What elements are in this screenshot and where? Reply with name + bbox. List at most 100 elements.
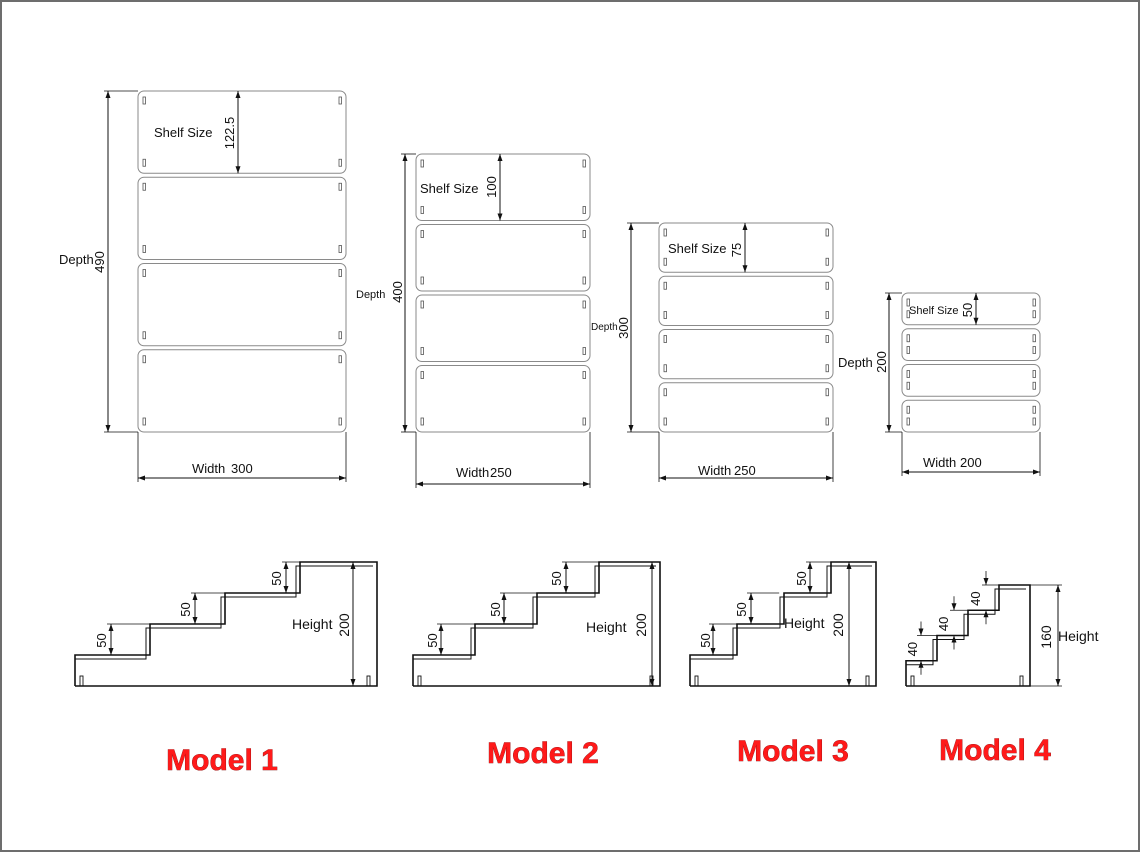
shelf-panel	[901, 292, 1041, 326]
step-dimension-line-head-top	[710, 624, 716, 631]
shelf-panel	[415, 224, 591, 292]
shelf-size-label: Shelf Size	[668, 241, 727, 256]
slot-mark	[663, 257, 667, 266]
step-height-value: 40	[905, 642, 920, 656]
slot-mark	[142, 331, 146, 340]
slot-mark	[825, 417, 829, 426]
shelf-size-value: 75	[729, 243, 744, 257]
step-dimension-line-head-top	[283, 562, 289, 569]
step-dimension-line-head-bottom	[807, 586, 813, 593]
slot-mark	[582, 206, 586, 214]
depth-label: Depth	[838, 355, 873, 370]
step-height-value: 40	[936, 617, 951, 631]
slot-mark	[663, 228, 667, 237]
width-value: 300	[231, 461, 253, 476]
height-label: Height	[1058, 628, 1099, 644]
slot-mark	[906, 370, 910, 378]
shelf-panel	[658, 275, 834, 326]
model-1-title: Model 1	[166, 744, 278, 777]
slot-mark	[142, 355, 146, 364]
height-value: 200	[830, 613, 846, 637]
slot-mark	[582, 230, 586, 238]
depth-dimension-line-head-bottom	[628, 425, 634, 432]
slot-mark	[142, 182, 146, 191]
height-dimension-line-head-bottom	[649, 679, 655, 686]
shelf-size-dimension-line-head-bottom	[497, 213, 503, 221]
step-height-value: 50	[269, 571, 284, 585]
height-dimension-line-head-bottom	[350, 679, 356, 686]
step-dimension-line-head-bottom	[438, 648, 444, 655]
slot-mark	[420, 206, 424, 214]
slot-mark	[825, 364, 829, 373]
depth-dimension-line-head-top	[628, 223, 634, 230]
step-dimension-line-head-bottom	[710, 648, 716, 655]
step-dimension-head	[918, 628, 924, 636]
slot-mark	[582, 417, 586, 426]
staircase-outline	[689, 561, 877, 687]
depth-label: Depth	[356, 289, 385, 301]
foot-left	[910, 675, 915, 687]
width-label: Width	[192, 461, 225, 476]
width-dimension-line-head-right	[583, 481, 590, 487]
height-dimension-line-head-top	[846, 562, 852, 569]
slot-mark	[582, 159, 586, 168]
foot-left	[79, 675, 84, 687]
slot-mark	[825, 228, 829, 237]
height-dimension-line-head-bottom	[1055, 679, 1061, 686]
depth-dimension-line-head-bottom	[886, 425, 892, 432]
step-dimension-line-head-top	[748, 593, 754, 600]
shelf-panel	[137, 349, 347, 433]
step-height-value: 40	[968, 591, 983, 605]
step-dimension-line-head-bottom	[501, 617, 507, 624]
depth-dimension-line-head-bottom	[105, 425, 111, 432]
height-dimension-line-head-top	[1055, 585, 1061, 592]
depth-dimension-line-head-bottom	[402, 425, 408, 432]
foot-left	[417, 675, 422, 687]
shelf-size-label: Shelf Size	[909, 305, 959, 317]
slot-mark	[338, 269, 342, 277]
height-dimension-line-head-top	[649, 562, 655, 569]
step-dimension-line-head-top	[108, 624, 114, 631]
slot-mark	[420, 300, 424, 309]
shelf-size-value: 50	[960, 303, 975, 317]
staircase-inner-line	[690, 565, 872, 660]
step-dimension-head	[983, 578, 989, 585]
model-3-title: Model 3	[737, 735, 849, 768]
shelf-panel	[901, 328, 1041, 361]
slot-mark	[663, 388, 667, 397]
shelf-panel	[137, 263, 347, 347]
shelf-size-dimension-line-head-bottom	[973, 317, 979, 325]
slot-mark	[906, 346, 910, 354]
slot-mark	[1032, 405, 1036, 414]
slot-mark	[906, 405, 910, 414]
slot-mark	[142, 245, 146, 253]
slot-mark	[338, 96, 342, 105]
height-dimension-line-head-bottom	[846, 679, 852, 686]
depth-dimension-line-head-top	[105, 91, 111, 98]
width-value: 200	[960, 455, 982, 470]
step-height-value: 50	[425, 633, 440, 647]
shelf-size-dimension-line-head-top	[497, 154, 503, 161]
slot-mark	[338, 417, 342, 426]
step-dimension-head	[918, 660, 924, 668]
width-dimension-line-head-left	[902, 469, 909, 475]
width-label: Width	[698, 463, 731, 478]
shelf-size-value: 122.5	[222, 117, 237, 150]
shelf-panel	[415, 365, 591, 433]
model-4-title: Model 4	[939, 734, 1051, 767]
shelf-panel	[658, 329, 834, 380]
slot-mark	[338, 245, 342, 253]
slot-mark	[142, 417, 146, 426]
step-dimension-line-head-top	[807, 562, 813, 569]
height-dimension-line-head-top	[350, 562, 356, 569]
slot-mark	[906, 334, 910, 343]
model-2-title: Model 2	[487, 737, 599, 770]
slot-mark	[663, 417, 667, 426]
height-label: Height	[784, 615, 825, 631]
